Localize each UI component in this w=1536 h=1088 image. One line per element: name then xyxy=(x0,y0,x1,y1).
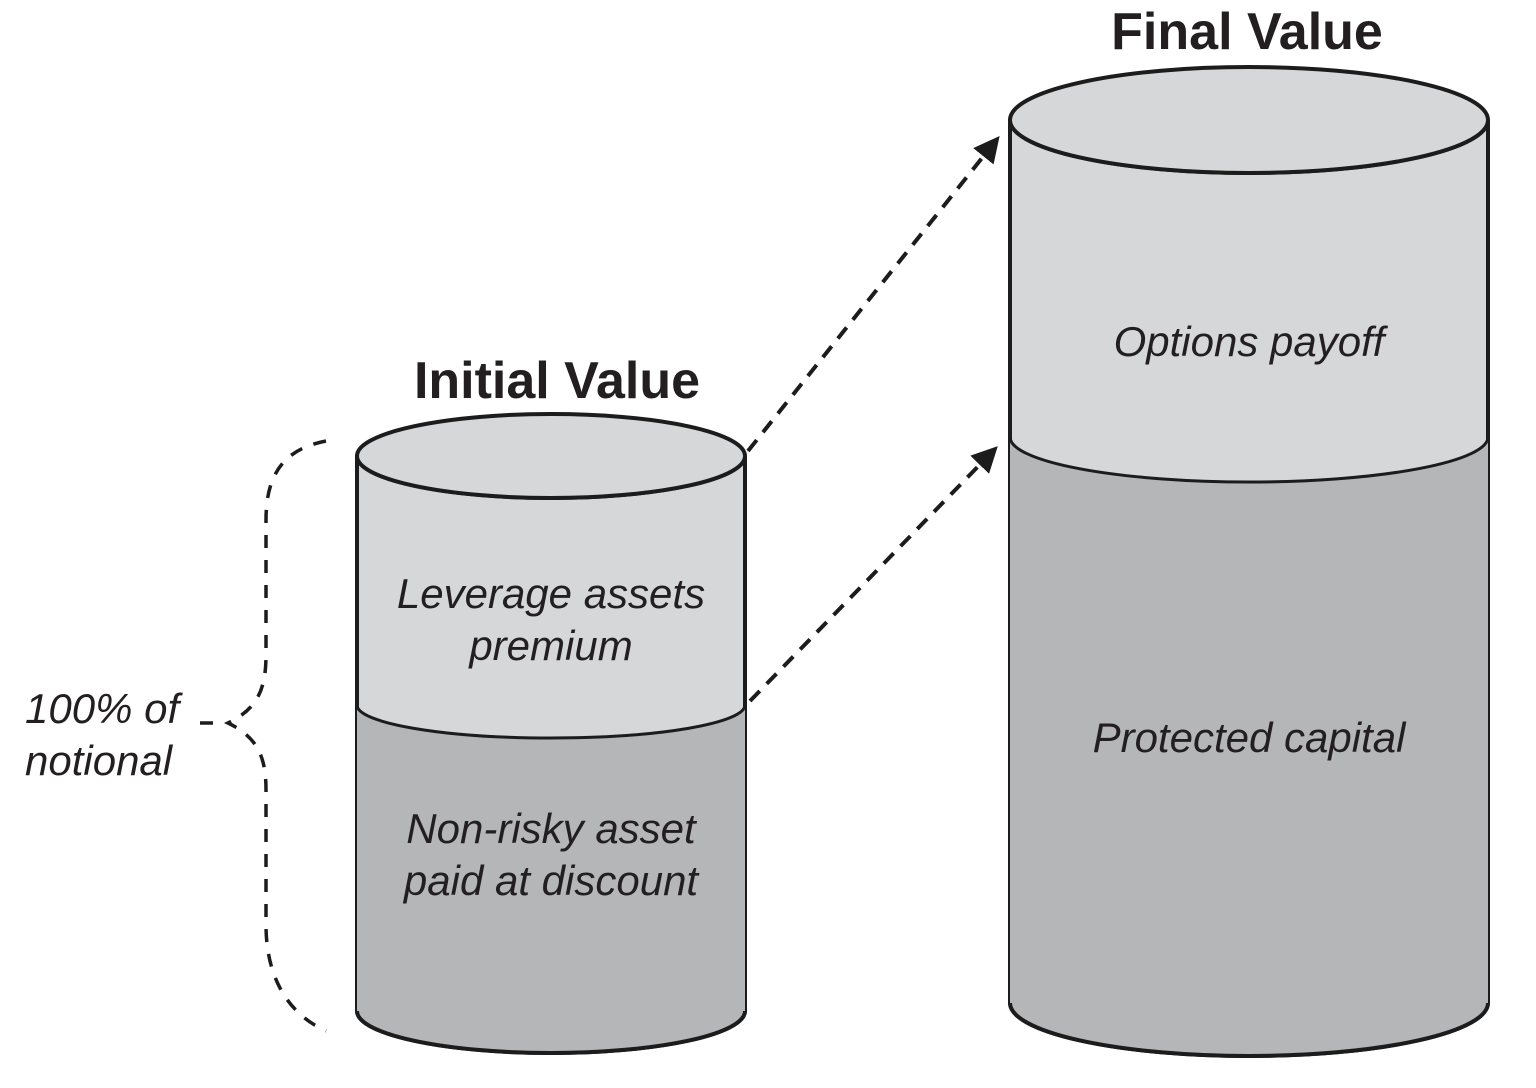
non-risky-asset-label-line1: Non-risky asset xyxy=(406,805,698,852)
notional-annotation-line1: 100% of xyxy=(25,685,183,732)
arrow-middle-icon xyxy=(748,446,998,703)
notional-annotation-line2: notional xyxy=(25,737,174,784)
non-risky-asset-label-line2: paid at discount xyxy=(402,857,701,904)
brace-icon xyxy=(223,439,327,1033)
final-cylinder-bottom-edge xyxy=(1008,1002,1490,1058)
mapping-arrows xyxy=(746,135,1000,703)
initial-value-title: Initial Value xyxy=(414,352,700,410)
arrow-top-icon xyxy=(746,135,1000,453)
initial-cylinder-top-face xyxy=(355,412,747,500)
initial-cylinder-bottom-edge xyxy=(355,1010,747,1055)
initial-cylinder-divider xyxy=(355,704,747,740)
options-payoff-label: Options payoff xyxy=(1114,318,1389,365)
final-value-cylinder xyxy=(1008,65,1490,1058)
final-cylinder-bottom-section xyxy=(1010,437,1488,1056)
protected-capital-label: Protected capital xyxy=(1093,714,1408,761)
leverage-assets-label-line1: Leverage assets xyxy=(397,570,705,617)
final-value-title: Final Value xyxy=(1111,3,1383,61)
final-cylinder-top-face xyxy=(1008,65,1490,175)
leverage-assets-label-line2: premium xyxy=(467,622,632,669)
initial-cylinder-bottom-section xyxy=(357,705,745,1053)
final-cylinder-divider xyxy=(1008,436,1490,484)
notional-brace xyxy=(200,439,327,1033)
initial-value-cylinder xyxy=(355,412,747,1055)
